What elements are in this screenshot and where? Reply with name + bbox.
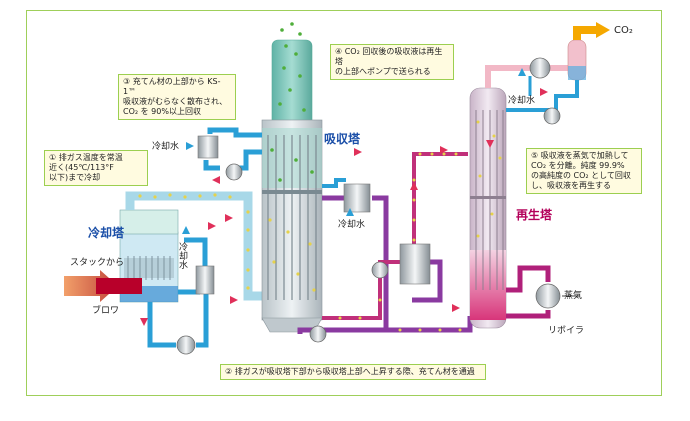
- reboiler-loop: [506, 265, 551, 293]
- cooling-tower-label: 冷却塔: [88, 226, 125, 240]
- cooling-water-label-cooler: 冷却水: [177, 242, 187, 269]
- reboiler-label: リボイラ: [548, 326, 585, 336]
- co2-overhead-line: [485, 65, 530, 88]
- regenerator-label: 再生塔: [516, 208, 553, 222]
- absorber-top-pump: [225, 163, 243, 181]
- reflux-line: [506, 80, 579, 112]
- co2-outlet-pipe: [573, 26, 598, 40]
- cooling-water-label-lean: 冷却水: [338, 220, 366, 230]
- callout-step-3: ③ 充てん材の上部から KS-1™ 吸収液がむらなく散布され、 CO₂ を 90…: [118, 74, 236, 120]
- callout-step-4: ④ CO₂ 回収後の吸収液は再生塔 の上部へポンプで送られる: [330, 44, 454, 80]
- co2-output-label: CO₂: [614, 25, 633, 36]
- cooled-gas-duct: [125, 191, 272, 301]
- rich-solvent-line: [322, 260, 400, 320]
- lean-solvent-cooler: [343, 183, 371, 213]
- flow-arrows: [140, 88, 548, 326]
- steam-label: 蒸気: [564, 291, 583, 301]
- cooling-water-arrows: [182, 68, 526, 234]
- rich-solvent-pump: [371, 261, 389, 279]
- from-stack-label: スタックから: [70, 258, 125, 268]
- absorber-tower: [261, 22, 323, 333]
- condenser: [529, 57, 551, 79]
- blower-duct: [96, 278, 142, 294]
- callout-step-5: ⑤ 吸収液を蒸気で加熱して CO₂ を分離。純度 99.9% の高純度の CO₂…: [526, 148, 642, 194]
- co2-outlet-arrow: [596, 22, 610, 38]
- diagram-frame: [26, 10, 662, 396]
- cooling-tower-heat-exchanger: [195, 265, 215, 295]
- solvent-heat-exchanger: [399, 243, 431, 285]
- cooling-water-label-absorber: 冷却水: [152, 142, 180, 152]
- reflux-pump: [543, 107, 561, 125]
- cooling-tower-pump: [176, 335, 196, 355]
- callout-step-1: ① 排ガス温度を常温 近く(45℃/113°F 以下)まで冷却: [44, 150, 148, 186]
- callout-step-2: ② 排ガスが吸収塔下部から吸収塔上部へ上昇する際、充てん材を通過: [220, 364, 486, 380]
- absorber-heat-exchanger: [197, 135, 219, 159]
- blower-label: ブロワ: [92, 306, 120, 316]
- absorber-label: 吸収塔: [324, 132, 361, 146]
- regenerator-tower: [469, 87, 507, 329]
- reboiler: [535, 283, 561, 309]
- absorber-bottom-pump: [309, 325, 327, 343]
- cooling-water-label-regenerator: 冷却水: [508, 96, 536, 106]
